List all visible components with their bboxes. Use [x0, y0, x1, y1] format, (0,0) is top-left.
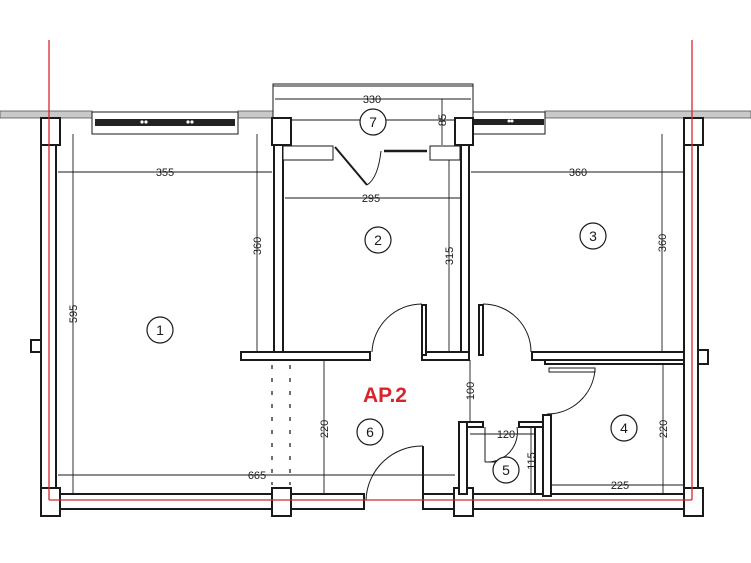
room-3-number: 3 — [589, 228, 597, 244]
room-4-marker[interactable]: 4 — [610, 414, 638, 442]
dim-85: 85 — [437, 114, 449, 126]
doors — [365, 303, 596, 502]
dim-220-room4: 220 — [658, 420, 670, 438]
dim-330: 330 — [363, 94, 381, 106]
apartment-label: AP.2 — [363, 384, 407, 407]
dim-360-right: 360 — [657, 234, 669, 252]
room-7-marker[interactable]: 7 — [359, 108, 387, 136]
dim-295: 295 — [362, 193, 380, 205]
interior-walls — [240, 144, 685, 497]
dim-220-hall: 220 — [319, 420, 331, 438]
room-5-marker[interactable]: 5 — [492, 456, 520, 484]
room-4-number: 4 — [620, 420, 628, 436]
room-3-marker[interactable]: 3 — [579, 222, 607, 250]
dim-315: 315 — [444, 247, 456, 265]
room-7-number: 7 — [369, 114, 377, 130]
dim-225: 225 — [611, 480, 629, 492]
dimension-labels: 355 595 360 665 330 85 295 315 360 360 1… — [68, 94, 670, 492]
room-2-marker[interactable]: 2 — [364, 226, 392, 254]
dim-360-top: 360 — [569, 167, 587, 179]
columns — [40, 117, 704, 517]
window-room-1 — [91, 111, 239, 135]
room-2-number: 2 — [374, 232, 382, 248]
dim-120: 120 — [497, 429, 515, 441]
dim-100: 100 — [465, 382, 477, 400]
dim-360-left: 360 — [252, 237, 264, 255]
dimension-lines — [58, 98, 684, 494]
dim-355: 355 — [156, 167, 174, 179]
room-1-number: 1 — [156, 322, 164, 338]
room-1-marker[interactable]: 1 — [146, 316, 174, 344]
hidden-lines — [271, 365, 291, 485]
room-5-number: 5 — [502, 462, 510, 478]
dim-665: 665 — [248, 470, 266, 482]
axis-lines — [48, 40, 693, 501]
room-6-marker[interactable]: 6 — [356, 418, 384, 446]
window-room-3 — [471, 111, 546, 135]
room-6-number: 6 — [366, 424, 374, 440]
dim-115: 115 — [526, 452, 538, 470]
balcony-door — [282, 145, 461, 186]
exterior-walls — [30, 133, 709, 510]
dim-595: 595 — [68, 305, 80, 323]
room-markers: 1 2 3 4 5 6 7 — [146, 108, 638, 484]
